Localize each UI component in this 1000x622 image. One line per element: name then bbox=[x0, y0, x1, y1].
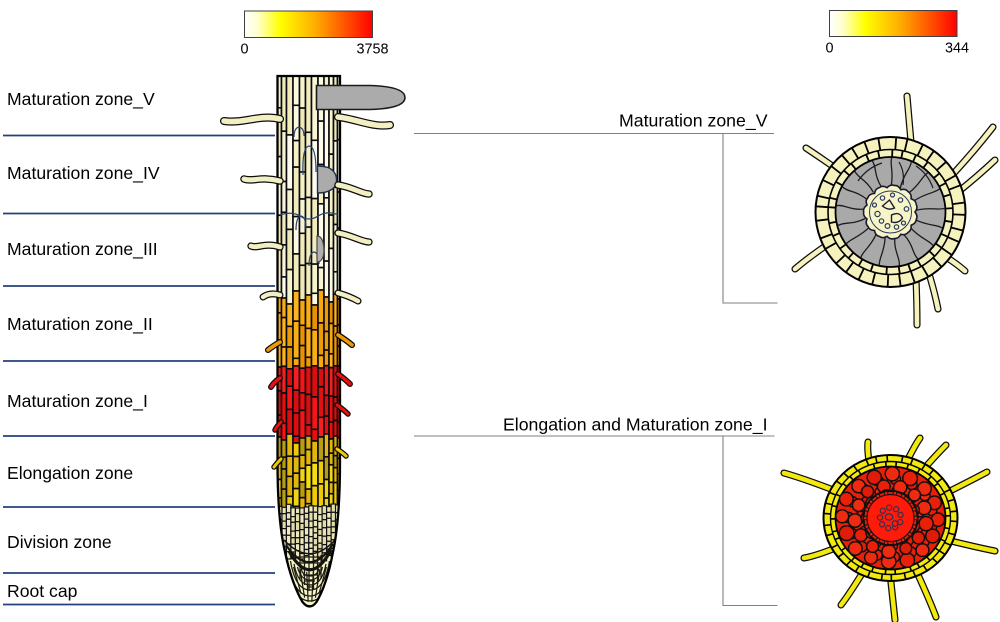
svg-text:344: 344 bbox=[945, 41, 969, 57]
svg-text:Elongation zone: Elongation zone bbox=[7, 463, 133, 483]
svg-text:Root cap: Root cap bbox=[7, 581, 78, 601]
svg-text:0: 0 bbox=[240, 42, 248, 58]
svg-text:Division zone: Division zone bbox=[7, 532, 112, 552]
svg-text:Maturation zone_V: Maturation zone_V bbox=[619, 111, 768, 132]
svg-text:Maturation zone_III: Maturation zone_III bbox=[7, 239, 158, 260]
svg-text:0: 0 bbox=[825, 41, 833, 57]
svg-text:Maturation zone_V: Maturation zone_V bbox=[7, 89, 155, 110]
svg-text:Maturation zone_I: Maturation zone_I bbox=[7, 391, 148, 412]
svg-text:Maturation zone_II: Maturation zone_II bbox=[7, 314, 153, 335]
svg-text:Elongation and Maturation zone: Elongation and Maturation zone_I bbox=[503, 415, 768, 436]
svg-text:3758: 3758 bbox=[356, 42, 388, 58]
svg-text:Maturation zone_IV: Maturation zone_IV bbox=[7, 163, 160, 184]
